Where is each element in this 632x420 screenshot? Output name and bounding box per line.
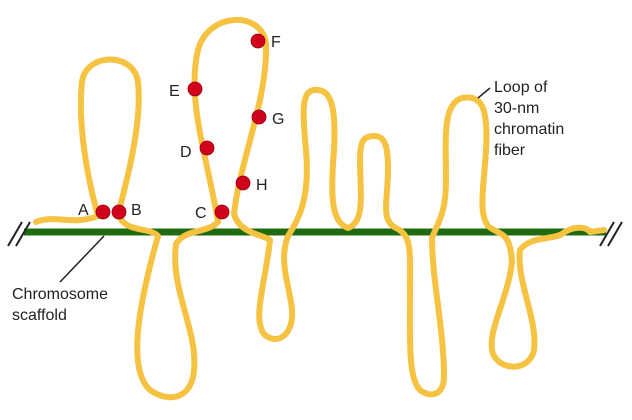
site-H-label: H — [256, 177, 268, 194]
left-break-mark — [7, 221, 31, 247]
scaffold-caption-line-2: scaffold — [12, 307, 67, 324]
loop-caption-line-2: 30-nm — [494, 100, 539, 117]
site-markers — [95, 33, 267, 220]
site-A-dot — [95, 204, 111, 220]
site-E-label: E — [169, 83, 180, 100]
right-break-mark — [599, 221, 623, 247]
site-B-dot — [111, 204, 127, 220]
site-F-label: F — [271, 34, 281, 51]
chromatin-fiber — [33, 17, 607, 401]
loop-caption-line-4: fiber — [494, 142, 526, 159]
scaffold-caption-line-1: Chromosome — [12, 286, 108, 303]
site-G-label: G — [272, 111, 284, 128]
site-A-label: A — [78, 202, 89, 219]
site-C-dot — [214, 204, 230, 220]
site-D-label: D — [180, 144, 192, 161]
site-E-dot — [187, 81, 203, 97]
site-C-label: C — [195, 205, 207, 222]
site-H-dot — [235, 175, 251, 191]
site-D-dot — [199, 140, 215, 156]
site-F-dot — [250, 33, 266, 49]
scaffold-caption: Chromosome scaffold — [12, 286, 108, 324]
site-B-label: B — [131, 202, 142, 219]
scaffold-leader-line — [59, 235, 105, 283]
site-G-dot — [251, 109, 267, 125]
loop-caption: Loop of 30-nm chromatin fiber — [494, 79, 564, 159]
loop-caption-line-1: Loop of — [494, 79, 548, 96]
loop-leader-line — [477, 87, 491, 99]
loop-caption-line-3: chromatin — [494, 121, 564, 138]
